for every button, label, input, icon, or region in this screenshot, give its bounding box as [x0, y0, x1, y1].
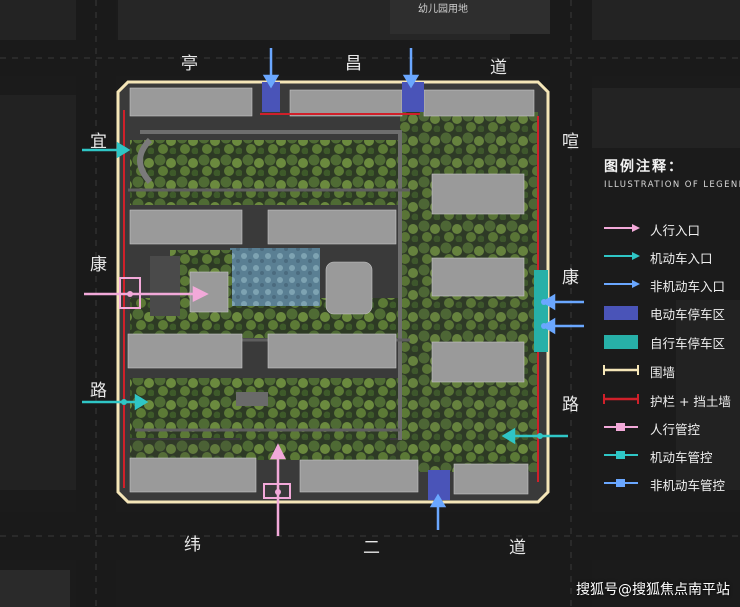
legend-title: 图例注释：: [604, 159, 684, 175]
road-west-char-2: 康: [90, 255, 107, 275]
boundary-wall: [116, 80, 550, 504]
legend-label: 人行管控: [650, 422, 701, 437]
legend-label: 非机动车入口: [650, 279, 726, 294]
road-east-char-3: 路: [562, 395, 579, 415]
legend-label: 人行入口: [650, 223, 701, 238]
legend-label: 非机动车管控: [650, 478, 726, 493]
road-south-char-1: 纬: [184, 535, 201, 555]
road-west-char-3: 路: [90, 381, 107, 401]
legend-label: 护栏 + 挡土墙: [650, 394, 731, 409]
legend-subtitle: ILLUSTRATION OF LEGEND: [604, 180, 740, 190]
legend-label: 机动车入口: [650, 251, 713, 266]
road-south-char-3: 道: [509, 538, 526, 558]
legend-symbols: [603, 224, 640, 487]
road-north-char-1: 亭: [181, 54, 198, 74]
road-north-char-2: 昌: [345, 54, 362, 74]
legend-label: 电动车停车区: [650, 307, 726, 322]
road-south-char-2: 二: [363, 538, 380, 558]
road-west-char-1: 宜: [90, 132, 107, 152]
road-north-char-3: 道: [490, 58, 507, 78]
road-east-char-1: 喧: [562, 132, 579, 152]
road-east-char-2: 康: [562, 268, 579, 288]
kindergarten-land-label: 幼儿园用地: [418, 4, 468, 15]
watermark: 搜狐号@搜狐焦点南平站: [576, 582, 730, 598]
legend-label: 机动车管控: [650, 450, 713, 465]
legend-label: 自行车停车区: [650, 336, 726, 351]
legend-label: 围墙: [650, 365, 676, 380]
